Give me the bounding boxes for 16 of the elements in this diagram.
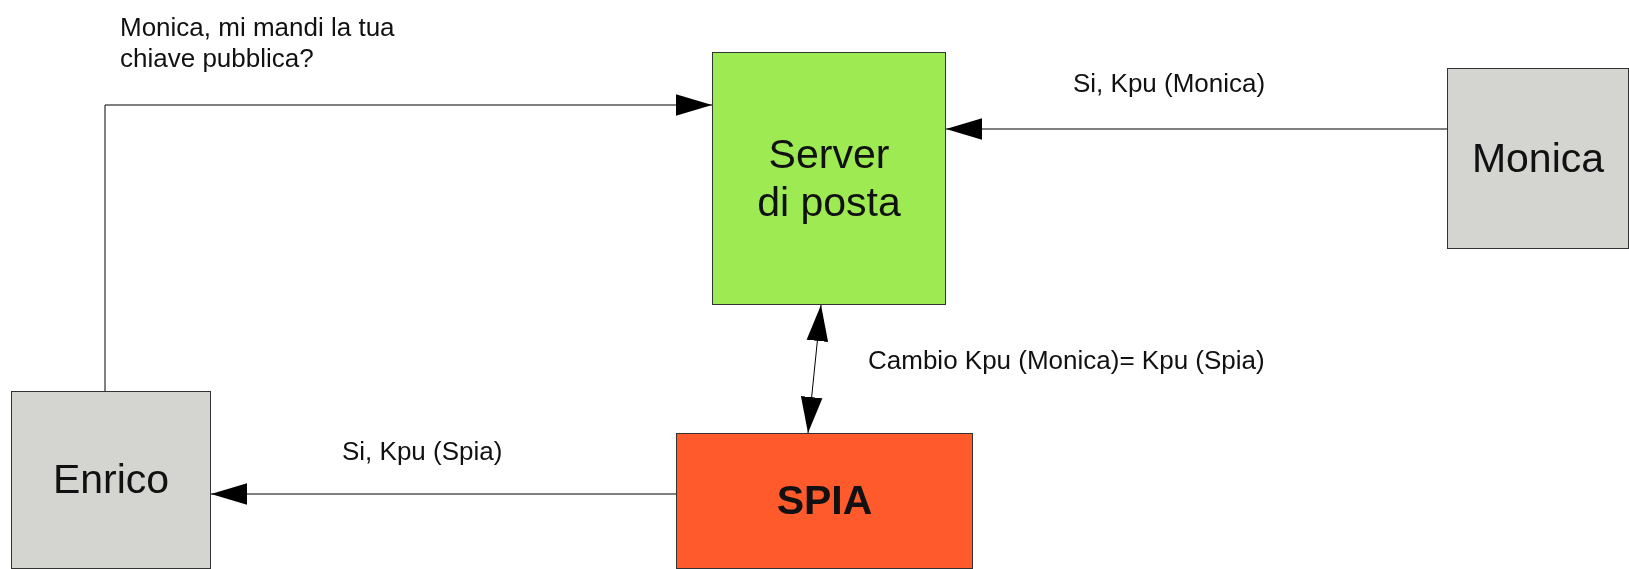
arrow [945,118,1448,140]
node-label: Server di posta [756,131,902,226]
process-box [1447,68,1629,249]
process-box [676,433,973,569]
edge-label: Monica, mi mandi la tua chiave pubblica? [120,12,396,75]
arrow [210,483,677,505]
edge-label: Cambio Kpu (Monica)= Kpu (Spia) [868,345,1265,377]
node-label: Enrico [52,456,170,504]
server-box [712,52,946,305]
process-box [11,391,211,569]
edge-label: Si, Kpu (Spia) [342,436,503,468]
arrow [800,304,829,434]
edge-label: Si, Kpu (Monica) [1073,68,1266,100]
node-label: Monica [1471,134,1605,183]
arrow [104,94,713,392]
node-label: SPIA [776,477,873,525]
